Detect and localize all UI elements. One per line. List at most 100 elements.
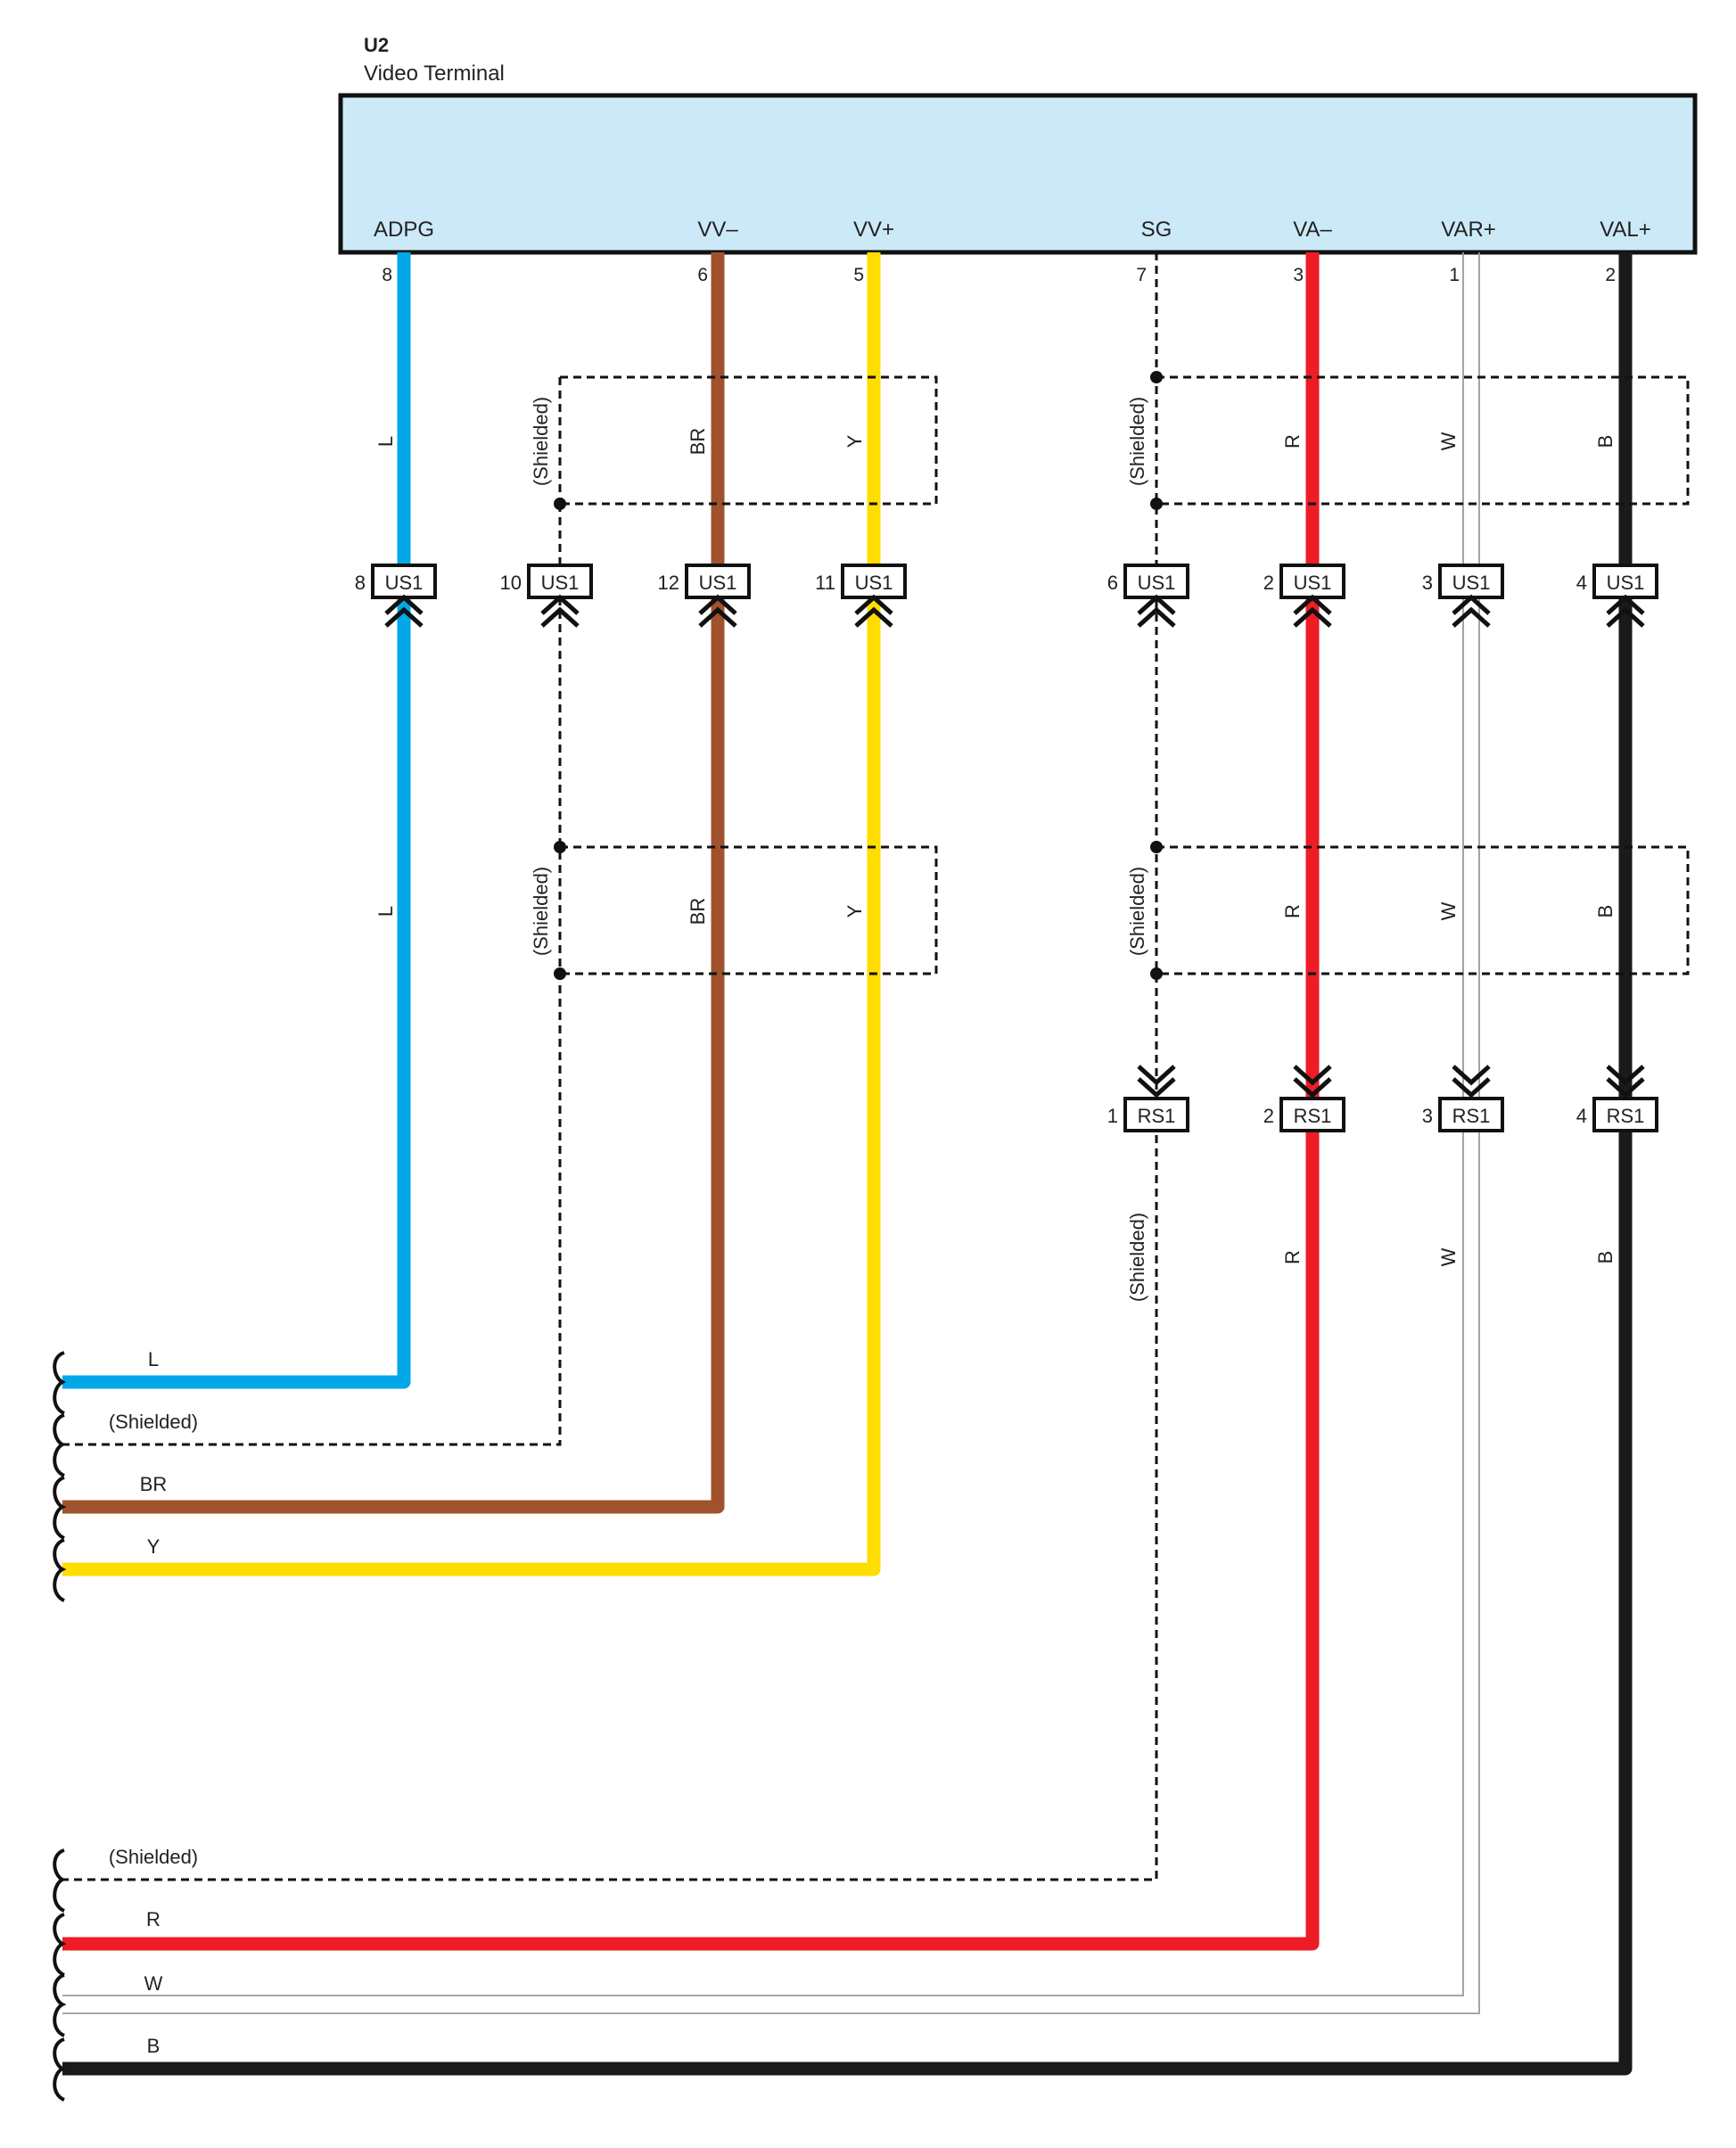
shield-box-video-mid — [560, 845, 938, 975]
shield-box-audio-mid — [1156, 845, 1690, 975]
svg-text:8: 8 — [355, 572, 366, 594]
shield-dot — [1150, 498, 1163, 510]
wire-label: (Shielded) — [1126, 397, 1148, 486]
wire-label: (Shielded) — [1126, 867, 1148, 956]
svg-text:4: 4 — [1576, 1105, 1587, 1127]
exit-label: B — [147, 2035, 160, 2057]
shield-drain-audio — [62, 252, 1158, 1881]
shield-dot — [554, 498, 566, 510]
svg-text:RS1: RS1 — [1138, 1105, 1176, 1127]
svg-text:US1: US1 — [1607, 572, 1645, 594]
pin-name-vv-plus: VV+ — [853, 218, 894, 242]
exit-label: (Shielded) — [109, 1411, 198, 1433]
pin-name-val-plus: VAL+ — [1600, 218, 1651, 242]
wire-r — [62, 252, 1320, 1951]
exit-label: L — [148, 1348, 159, 1370]
connector-us1: US1 3 — [1422, 564, 1504, 628]
svg-text:US1: US1 — [385, 572, 424, 594]
shield-dot — [1150, 371, 1163, 383]
exit-label: BR — [140, 1473, 168, 1495]
continuation-brace-group-2 — [53, 1848, 67, 2102]
wire-label: Y — [843, 434, 866, 448]
connector-us1: US1 2 — [1263, 564, 1345, 628]
pin-num-adpg: 8 — [382, 265, 392, 285]
wire-w-inner — [62, 252, 1480, 2014]
pin-num-va-minus: 3 — [1293, 265, 1304, 285]
wire-w-outer — [62, 252, 1464, 1996]
connector-rs1: RS1 4 — [1576, 1065, 1658, 1132]
pin-num-sg: 7 — [1136, 265, 1147, 285]
pin-name-sg: SG — [1141, 218, 1172, 242]
wire-label: W — [1437, 901, 1460, 920]
connector-us1: US1 4 — [1576, 564, 1658, 628]
connector-us1: US1 10 — [500, 564, 593, 628]
wire-label: (Shielded) — [530, 867, 552, 956]
pin-name-vv-minus: VV– — [697, 218, 738, 242]
wire-label: L — [374, 906, 397, 917]
svg-text:RS1: RS1 — [1452, 1105, 1491, 1127]
pin-num-var-plus: 1 — [1449, 265, 1460, 285]
exit-label: Y — [147, 1535, 160, 1558]
shield-box-video-top — [560, 375, 938, 506]
wire-label: B — [1594, 1251, 1617, 1264]
svg-text:12: 12 — [658, 572, 679, 594]
svg-text:10: 10 — [500, 572, 522, 594]
wire-label: R — [1281, 904, 1304, 918]
connector-rs1: RS1 2 — [1263, 1065, 1345, 1132]
wire-label: BR — [687, 898, 709, 926]
exit-label: R — [146, 1908, 160, 1930]
wire-label: (Shielded) — [1126, 1213, 1148, 1302]
pin-name-adpg: ADPG — [374, 218, 434, 242]
shield-dot — [554, 967, 566, 980]
pin-num-val-plus: 2 — [1605, 265, 1616, 285]
svg-text:RS1: RS1 — [1607, 1105, 1645, 1127]
connector-us1: US1 12 — [658, 564, 751, 628]
pin-num-vv-minus: 6 — [697, 265, 708, 285]
wire-label: B — [1594, 435, 1617, 449]
svg-text:US1: US1 — [1294, 572, 1332, 594]
shield-dot — [1150, 967, 1163, 980]
wire-y — [62, 252, 881, 1576]
svg-text:RS1: RS1 — [1294, 1105, 1332, 1127]
svg-text:2: 2 — [1263, 572, 1274, 594]
wire-br — [62, 252, 725, 1514]
connector-us1: US1 11 — [815, 564, 907, 628]
exit-label: W — [144, 1972, 163, 1995]
connector-us1: US1 6 — [1107, 564, 1189, 628]
svg-text:1: 1 — [1107, 1105, 1118, 1127]
wire-l — [62, 252, 411, 1389]
svg-text:US1: US1 — [541, 572, 580, 594]
svg-text:11: 11 — [815, 572, 835, 594]
svg-text:3: 3 — [1422, 1105, 1433, 1127]
svg-text:US1: US1 — [1452, 572, 1491, 594]
video-terminal-module — [338, 93, 1698, 255]
shield-drain-video — [62, 504, 562, 1446]
shield-dot — [1150, 841, 1163, 853]
wire-label: R — [1281, 434, 1304, 449]
svg-text:3: 3 — [1422, 572, 1433, 594]
svg-text:4: 4 — [1576, 572, 1587, 594]
svg-text:US1: US1 — [855, 572, 893, 594]
wire-label: Y — [843, 904, 866, 918]
wire-b — [62, 252, 1633, 2076]
svg-text:US1: US1 — [1138, 572, 1176, 594]
wire-label: (Shielded) — [530, 397, 552, 486]
wire-label: W — [1437, 1247, 1460, 1266]
connector-rs1: RS1 1 — [1107, 1065, 1189, 1132]
wire-label: B — [1594, 905, 1617, 918]
connector-rs1: RS1 3 — [1422, 1065, 1504, 1132]
svg-text:2: 2 — [1263, 1105, 1274, 1127]
exit-label: (Shielded) — [109, 1846, 198, 1868]
shield-box-audio-top — [1156, 375, 1690, 506]
svg-text:6: 6 — [1107, 572, 1118, 594]
connector-us1: US1 8 — [355, 564, 437, 628]
pin-name-va-minus: VA– — [1293, 218, 1332, 242]
continuation-brace-group-1 — [53, 1351, 67, 1602]
pin-name-var-plus: VAR+ — [1441, 218, 1496, 242]
wire-label: L — [374, 436, 397, 447]
wire-label: R — [1281, 1250, 1304, 1264]
module-name: Video Terminal — [364, 62, 505, 86]
shield-dot — [554, 841, 566, 853]
module-id: U2 — [364, 34, 389, 56]
